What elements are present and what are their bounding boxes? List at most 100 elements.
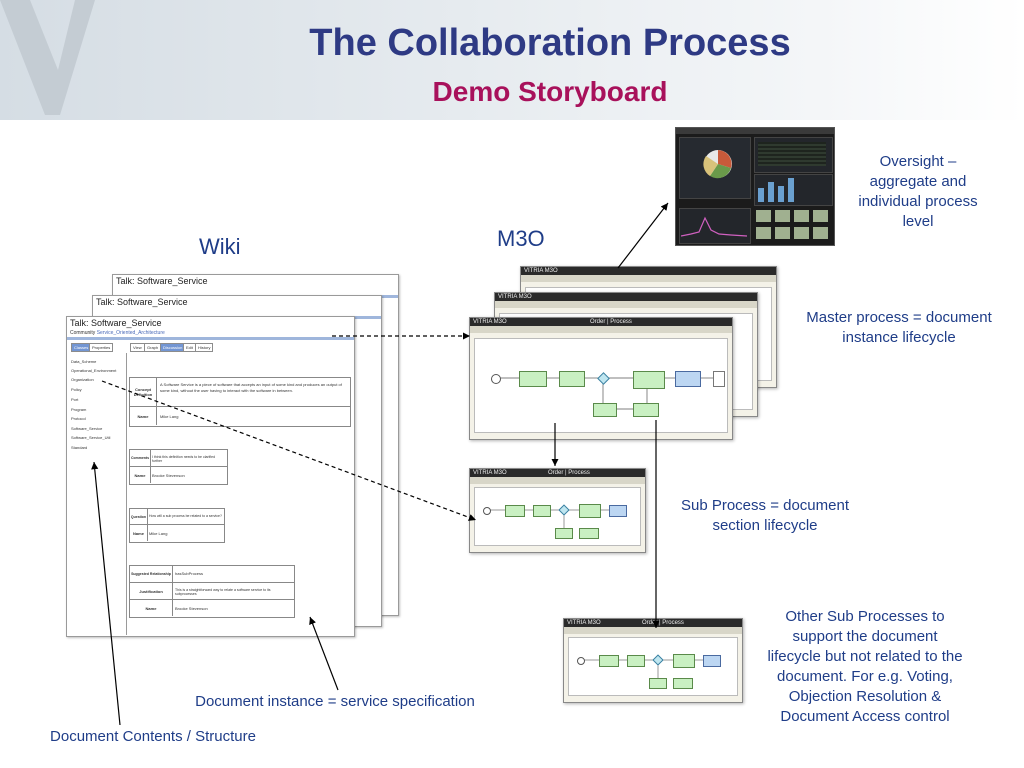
nav-item[interactable]: Organization bbox=[71, 377, 94, 382]
process-task bbox=[555, 528, 573, 539]
process-task bbox=[505, 505, 525, 517]
question-box: Question How will a sub process be relat… bbox=[129, 508, 225, 543]
other-sub-line-6: Document Access control bbox=[780, 708, 950, 725]
tab-graph[interactable]: Graph bbox=[144, 343, 162, 352]
sub-process-line-1: Sub Process = document bbox=[680, 497, 849, 514]
tab-history[interactable]: History bbox=[195, 343, 214, 352]
breadcrumb-link[interactable]: Service_Oriented_Architecture bbox=[96, 330, 165, 336]
process-task bbox=[675, 371, 701, 387]
author-name: Brooke Stevenson bbox=[152, 473, 185, 478]
author-name: Mike Lang bbox=[149, 531, 168, 536]
other-sub-line-1: Other Sub Processes to bbox=[785, 608, 945, 625]
concept-key: Concept Definition bbox=[130, 378, 157, 406]
window-title: Order | Process bbox=[590, 319, 632, 325]
sub-process-label: Sub Process = document section lifecycle bbox=[658, 496, 872, 536]
oversight-line-4: level bbox=[902, 213, 934, 230]
comments-key: Comments bbox=[130, 450, 151, 466]
other-sub-line-3: lifecycle but not related to the bbox=[767, 648, 963, 665]
document-icon bbox=[713, 371, 725, 387]
trend-line-icon bbox=[681, 216, 747, 237]
suggested-key: Suggested Relationship bbox=[130, 566, 173, 582]
process-task bbox=[579, 528, 599, 539]
logo-watermark-icon bbox=[0, 0, 95, 115]
wiki-label: Wiki bbox=[199, 234, 241, 259]
tab-properties[interactable]: Properties bbox=[89, 343, 114, 352]
author-name: Brooke Stevenson bbox=[175, 606, 208, 611]
m3o-title-bar: VITRIA M3O bbox=[521, 267, 776, 275]
oversight-label: Oversight – aggregate and individual pro… bbox=[838, 152, 998, 232]
arrow-to-dashboard bbox=[617, 202, 669, 269]
oversight-line-2: aggregate and bbox=[869, 173, 967, 190]
process-task bbox=[593, 403, 617, 417]
process-task bbox=[673, 678, 693, 689]
start-node bbox=[483, 507, 491, 515]
name-key: Name bbox=[130, 600, 173, 616]
question-key: Question bbox=[130, 509, 148, 524]
process-task bbox=[519, 371, 547, 387]
nav-item[interactable]: Policy bbox=[71, 387, 82, 392]
nav-item[interactable]: Software_Service bbox=[71, 426, 103, 431]
oversight-dashboard bbox=[675, 127, 835, 246]
start-node bbox=[577, 657, 585, 665]
process-task bbox=[703, 655, 721, 667]
process-task bbox=[609, 505, 627, 517]
process-task bbox=[559, 371, 585, 387]
tab-edit[interactable]: Edit bbox=[183, 343, 196, 352]
oversight-line-3: individual process bbox=[858, 193, 978, 210]
nav-item[interactable]: Protocol bbox=[71, 416, 86, 421]
slide-subtitle: Demo Storyboard bbox=[432, 76, 668, 107]
wiki-page-title: Talk: Software_Service bbox=[96, 297, 188, 307]
process-task bbox=[599, 655, 619, 667]
concept-text: A Software Service is a piece of softwar… bbox=[160, 382, 342, 393]
wiki-page-front: Talk: Software_Service Community Service… bbox=[66, 316, 355, 637]
tab-discussion[interactable]: Discussion bbox=[160, 343, 186, 352]
header-band bbox=[0, 0, 1024, 120]
justification-text: This is a straightforward way to relate … bbox=[175, 588, 271, 596]
process-task bbox=[627, 655, 645, 667]
tab-view[interactable]: View bbox=[130, 343, 145, 352]
window-title: Order | Process bbox=[642, 620, 684, 626]
nav-item[interactable]: Standard bbox=[71, 445, 88, 450]
name-key: Name bbox=[130, 525, 148, 541]
wiki-page-title: Talk: Software_Service bbox=[116, 276, 208, 286]
process-flow-lines bbox=[499, 377, 713, 410]
nav-item[interactable]: Software_Service_Util bbox=[71, 435, 111, 440]
nav-item[interactable]: Operational_Environment bbox=[71, 368, 117, 373]
comments-text: I think this definition needs to be clar… bbox=[152, 455, 216, 463]
breadcrumb: Community Service_Oriented_Architecture bbox=[70, 330, 165, 336]
other-sub-line-2: support the document bbox=[792, 628, 938, 645]
justification-key: Justification bbox=[130, 583, 173, 599]
process-task bbox=[533, 505, 551, 517]
start-node bbox=[491, 374, 501, 384]
name-key: Name bbox=[130, 407, 157, 425]
process-task bbox=[633, 371, 665, 389]
question-text: How will a sub process be related to a s… bbox=[149, 514, 222, 518]
m3o-title-bar: VITRIA M3O bbox=[495, 293, 757, 301]
window-title: Order | Process bbox=[548, 470, 590, 476]
suggested-text: hasSubProcess bbox=[175, 571, 204, 576]
oversight-line-1: Oversight – bbox=[879, 153, 957, 170]
wiki-page-title: Talk: Software_Service bbox=[70, 318, 162, 328]
process-task bbox=[579, 504, 601, 518]
nav-item[interactable]: Port bbox=[71, 397, 79, 402]
nav-item[interactable]: Data_Scheme bbox=[71, 359, 97, 364]
page-header-bar bbox=[67, 337, 354, 340]
process-task bbox=[649, 678, 667, 689]
process-task bbox=[673, 654, 695, 668]
sidebar-divider bbox=[126, 353, 127, 635]
comments-box: Comments I think this definition needs t… bbox=[129, 449, 228, 485]
master-process-label: Master process = document instance lifec… bbox=[786, 308, 1012, 348]
name-key: Name bbox=[130, 467, 151, 483]
other-sub-line-5: Objection Resolution & bbox=[788, 688, 942, 705]
master-process-line-1: Master process = document bbox=[806, 309, 992, 326]
m3o-label: M3O bbox=[497, 226, 545, 251]
author-name: Mike Lang bbox=[160, 414, 179, 419]
pie-chart-icon bbox=[703, 150, 732, 179]
sub-process-line-2: section lifecycle bbox=[712, 517, 818, 534]
nav-item[interactable]: Program bbox=[71, 407, 87, 412]
